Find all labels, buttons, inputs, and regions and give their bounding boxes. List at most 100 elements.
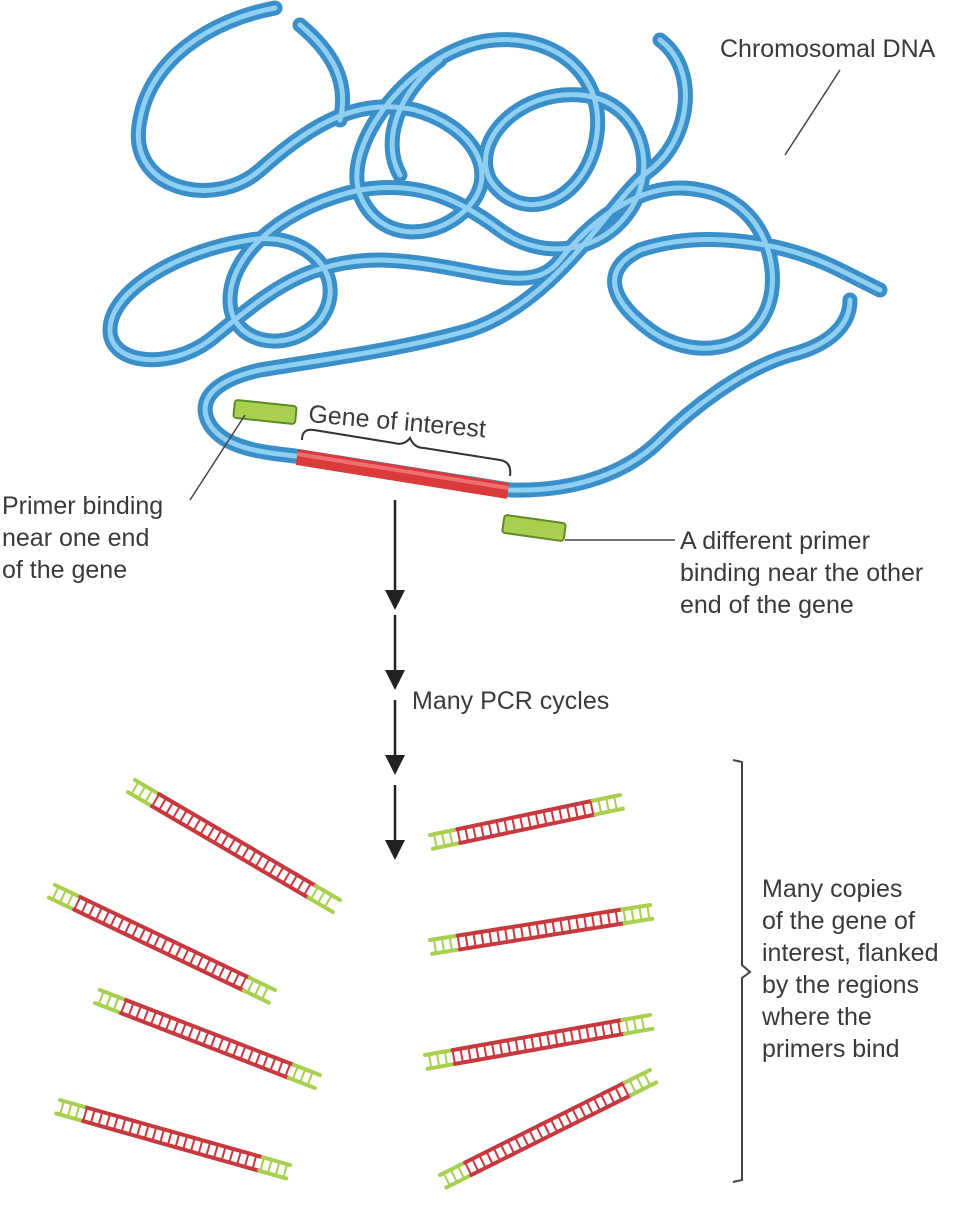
copy-rung	[143, 1124, 150, 1139]
copy-rung	[158, 797, 167, 811]
copy-rung	[583, 915, 588, 930]
copy-rung	[73, 896, 82, 911]
copy-rail	[84, 1105, 266, 1160]
copy-rung	[227, 838, 236, 852]
copy-rung	[135, 1005, 142, 1020]
copy-rung	[299, 1068, 307, 1083]
copy-rung	[239, 975, 248, 990]
label-primer-right: A different primer binding near the othe…	[680, 527, 924, 619]
copy-rung	[564, 1111, 573, 1126]
copy-rung	[142, 1008, 150, 1023]
copy-rung	[578, 1104, 587, 1119]
copy-rung	[566, 805, 571, 821]
copy-rung	[573, 804, 579, 819]
copy-rung	[522, 1037, 527, 1052]
copy-rung	[196, 955, 204, 969]
copy-rung	[112, 996, 120, 1011]
copy-rail	[425, 1061, 458, 1071]
copy-rail	[291, 1062, 322, 1077]
copy-rung	[448, 830, 454, 845]
copy-rung	[306, 1071, 314, 1086]
copy-rung	[232, 972, 241, 986]
copy-rung	[487, 822, 493, 837]
copy-rung	[443, 1051, 449, 1066]
copy-rung	[427, 1054, 433, 1069]
copy-rung	[259, 1157, 265, 1172]
copy-rung	[217, 1037, 225, 1051]
copy-rung	[593, 1024, 598, 1039]
copy-rung	[51, 886, 60, 900]
copy-rung	[550, 1119, 559, 1133]
copy-rung	[449, 1169, 458, 1183]
copy-rail	[593, 806, 625, 817]
copy-rung	[511, 817, 517, 832]
copy-rail	[438, 1160, 468, 1177]
copy-rung	[194, 1028, 202, 1043]
copy-rung	[120, 1118, 127, 1133]
copy-rung	[440, 937, 446, 953]
copy-rung	[504, 927, 509, 943]
copy-rung	[456, 829, 462, 844]
copy-rung	[498, 1041, 504, 1056]
copy-rung	[448, 936, 453, 951]
copy-rung	[592, 1097, 601, 1112]
copy-rung	[590, 914, 596, 929]
copy-rung	[514, 1038, 520, 1053]
copy-rung	[464, 1162, 473, 1176]
copy-rung	[519, 815, 524, 830]
copy-rung	[478, 1154, 487, 1169]
copy-rail	[98, 988, 129, 1003]
copy-rung	[202, 1031, 210, 1046]
copy-rung	[102, 910, 111, 924]
copy-rung	[435, 1052, 441, 1067]
copy-rung	[276, 1060, 284, 1075]
copy-rung	[553, 1031, 559, 1046]
copy-rung	[480, 931, 485, 946]
copy-rail	[78, 895, 252, 980]
copy-rung	[66, 893, 74, 907]
copy-rail	[150, 804, 311, 900]
copy-rung	[203, 958, 212, 973]
copy-rung	[606, 911, 611, 926]
copy-rung	[167, 941, 176, 955]
copy-rung	[234, 842, 243, 856]
copy-rung	[213, 1144, 219, 1159]
copy-rail	[72, 907, 246, 993]
copy-rung	[569, 1028, 575, 1044]
copy-rung	[521, 1133, 530, 1147]
copy-rung	[224, 968, 233, 983]
copy-rail	[313, 883, 342, 902]
copy-rung	[187, 1025, 195, 1040]
copy-rung	[220, 834, 230, 848]
copy-rung	[109, 913, 118, 928]
gene-copy	[428, 903, 655, 956]
copy-rung	[589, 801, 595, 816]
copy-rung	[506, 1040, 512, 1055]
copy-rung	[254, 854, 264, 868]
copy-rung	[528, 1129, 537, 1144]
copy-rung	[490, 1042, 496, 1058]
copy-rung	[530, 1035, 535, 1051]
copy-rung	[151, 793, 161, 807]
copy-rung	[174, 1133, 181, 1148]
copy-rung	[266, 1159, 273, 1174]
gene-of-interest-segment	[295, 449, 510, 499]
copy-rung	[511, 926, 517, 941]
copy-rung	[519, 925, 525, 940]
label-chromosomal-dna: Chromosomal DNA	[720, 35, 936, 63]
copy-rung	[239, 1045, 247, 1060]
label-copies: Many copies of the gene of interest, fla…	[762, 875, 939, 1063]
copy-rail	[306, 895, 335, 915]
copy-rung	[614, 1086, 623, 1101]
copy-rung	[112, 1116, 119, 1131]
copy-rung	[605, 797, 611, 812]
copy-rung	[232, 1042, 239, 1057]
copy-rung	[557, 1115, 566, 1129]
copy-rung	[131, 924, 139, 938]
copy-rung	[614, 910, 619, 925]
copy-rung	[172, 1019, 180, 1034]
copy-rung	[159, 937, 168, 952]
copy-rung	[577, 1027, 583, 1042]
copy-rail	[455, 798, 595, 832]
